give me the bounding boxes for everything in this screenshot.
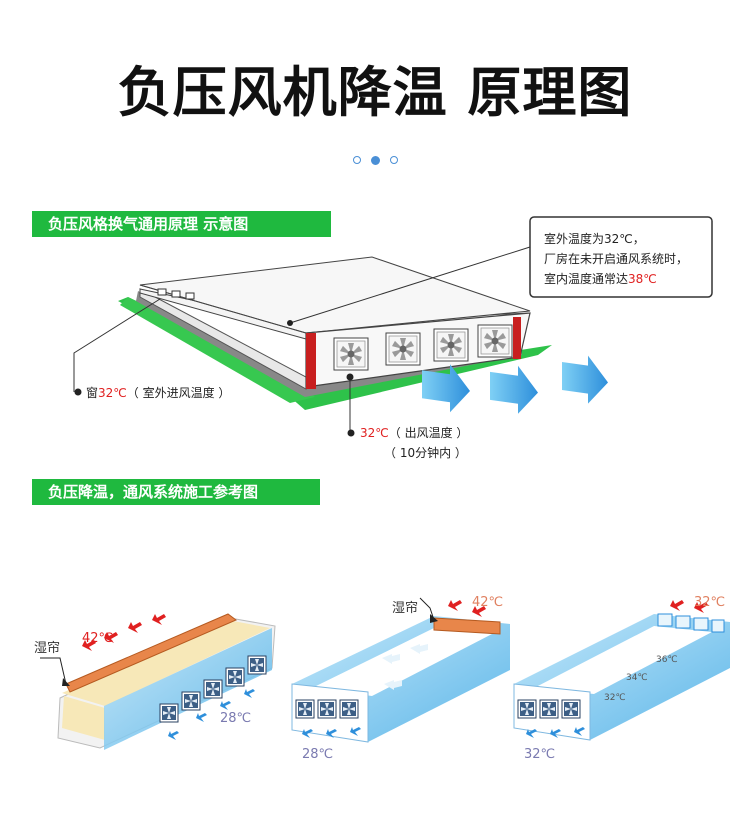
svg-text:窗32℃（ 室外进风温度 ）: 窗32℃（ 室外进风温度 ） bbox=[86, 385, 230, 400]
curtain-label: 湿帘 bbox=[34, 640, 60, 656]
carousel-dot[interactable] bbox=[352, 156, 361, 164]
svg-text:32℃（ 出风温度 ）: 32℃（ 出风温度 ） bbox=[360, 425, 468, 440]
temperature-callout-box bbox=[529, 216, 713, 298]
window-label: 窗 bbox=[86, 386, 98, 400]
inlet-temp: 32℃ bbox=[694, 595, 725, 610]
side-window bbox=[157, 288, 167, 296]
curtain-label: 湿帘 bbox=[392, 600, 418, 616]
exhaust-fan bbox=[333, 337, 369, 371]
callout-line: 室外温度为32℃， bbox=[544, 231, 645, 246]
diagram-a: 湿帘 42℃ 28℃ bbox=[34, 613, 276, 750]
section-banner-construction: 负压降温，通风系统施工参考图 bbox=[32, 479, 320, 505]
ventilation-building-diagram: 室外温度为32℃， 厂房在未开启通风系统时， 室内温度通常达38℃ 窗32℃（ … bbox=[73, 216, 713, 460]
diagram-c: 32℃ 32℃ 32℃ 34℃ 36℃ bbox=[513, 595, 730, 762]
exhaust-fan bbox=[385, 332, 421, 366]
carousel-dot-active[interactable] bbox=[370, 156, 380, 165]
exhaust-fan bbox=[477, 324, 513, 358]
side-windows bbox=[657, 613, 725, 633]
airflow-arrows bbox=[422, 355, 608, 414]
callout-line: 室内温度通常达 bbox=[544, 271, 628, 286]
inlet-temp: 42℃ bbox=[472, 595, 503, 610]
outlet-temp: 32℃ bbox=[360, 426, 389, 440]
outlet-time: （ 10分钟内 ） bbox=[384, 445, 467, 460]
wet-curtain bbox=[433, 617, 501, 635]
gradient-temp: 32℃ bbox=[604, 693, 626, 703]
callout-line: 厂房在未开启通风系统时， bbox=[544, 251, 688, 266]
construction-diagrams: 湿帘 42℃ 28℃ 湿帘 42℃ 28℃ 32℃ 32℃ 32℃ 34℃ 36… bbox=[34, 595, 730, 762]
outlet-temp: 28℃ bbox=[220, 711, 251, 726]
outlet-temp: 28℃ bbox=[302, 747, 333, 762]
inlet-temp: 42℃ bbox=[82, 631, 113, 646]
gradient-temp: 36℃ bbox=[656, 655, 678, 665]
gradient-temp: 34℃ bbox=[626, 673, 648, 683]
exhaust-fan bbox=[433, 328, 469, 362]
window-temp: 32℃ bbox=[98, 386, 127, 400]
carousel-indicator bbox=[0, 156, 750, 170]
window-label-desc: （ 室外进风温度 ） bbox=[127, 385, 231, 400]
outlet-temp: 32℃ bbox=[524, 747, 555, 762]
outlet-label: （ 出风温度 ） bbox=[389, 425, 469, 440]
page-title: 负压风机降温 原理图 bbox=[117, 61, 633, 124]
carousel-dot[interactable] bbox=[389, 156, 398, 164]
wet-curtain bbox=[65, 613, 237, 693]
section-banner-principle: 负压风格换气通用原理 示意图 bbox=[32, 211, 331, 237]
svg-text:室内温度通常达38℃: 室内温度通常达38℃ bbox=[544, 271, 657, 286]
diagram-b: 湿帘 42℃ 28℃ bbox=[291, 595, 510, 762]
callout-hot-value: 38℃ bbox=[628, 272, 657, 286]
